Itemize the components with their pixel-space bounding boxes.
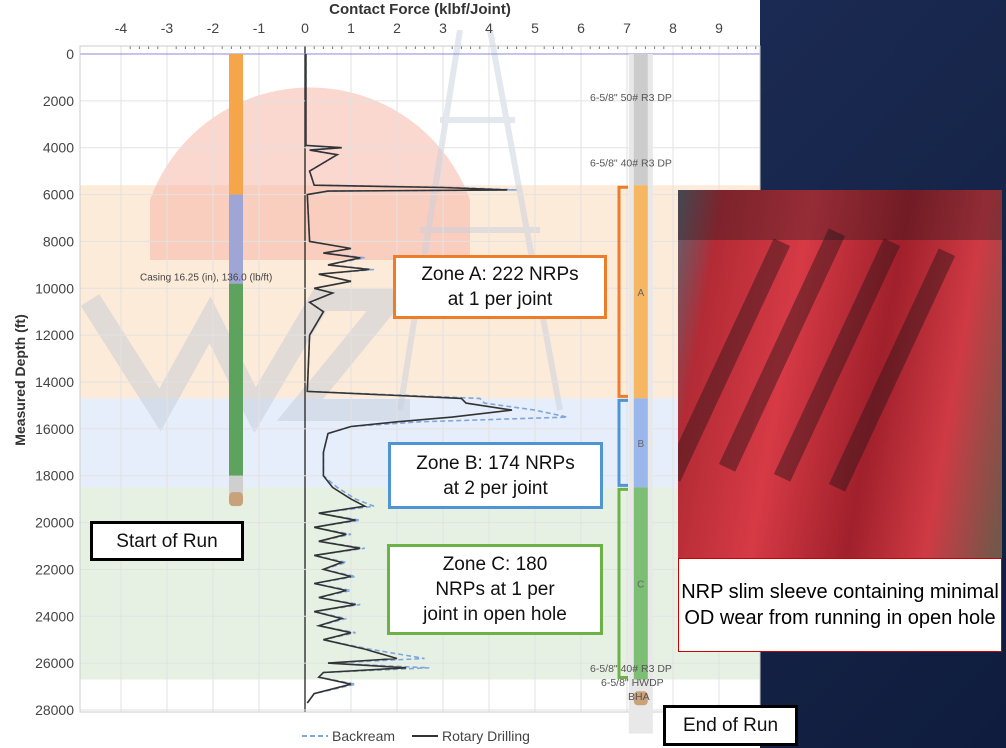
left-string-segment bbox=[229, 194, 243, 284]
zone-c-label: Zone C: 180 NRPs at 1 per joint in open … bbox=[387, 544, 603, 635]
end-of-run-label: End of Run bbox=[663, 705, 798, 746]
y-tick-label: 24000 bbox=[35, 608, 74, 624]
zone-letter-b: B bbox=[637, 439, 644, 450]
right-bha-icon bbox=[633, 691, 648, 706]
y-tick-label: 2000 bbox=[43, 93, 74, 109]
y-axis-title: Measured Depth (ft) bbox=[12, 314, 28, 445]
photo-caption: NRP slim sleeve containing minimal OD we… bbox=[678, 558, 1002, 652]
zone-bracket-a bbox=[617, 185, 628, 398]
string-label: 6-5/8" 40# R3 DP bbox=[590, 663, 672, 675]
watermark-derrick bbox=[397, 29, 563, 411]
zone-a-label: Zone A: 222 NRPs at 1 per joint bbox=[393, 255, 607, 319]
y-tick-label: 14000 bbox=[35, 374, 74, 390]
x-tick-label: -4 bbox=[115, 20, 128, 36]
string-label: 6-5/8" 40# R3 DP bbox=[590, 157, 672, 169]
x-tick-label: 7 bbox=[623, 20, 631, 36]
zone-bracket-b bbox=[617, 398, 628, 487]
y-tick-label: 22000 bbox=[35, 561, 74, 577]
y-tick-label: 26000 bbox=[35, 655, 74, 671]
zone-letter-a: A bbox=[637, 288, 644, 299]
x-tick-label: -1 bbox=[253, 20, 266, 36]
x-tick-label: 8 bbox=[669, 20, 677, 36]
legend-label: Rotary Drilling bbox=[442, 728, 530, 744]
zone-letter-c: C bbox=[637, 579, 644, 590]
right-string-segment bbox=[633, 185, 648, 399]
y-tick-label: 20000 bbox=[35, 515, 74, 531]
x-tick-label: 9 bbox=[715, 20, 723, 36]
y-tick-label: 18000 bbox=[35, 468, 74, 484]
left-string-segment bbox=[229, 475, 243, 495]
right-string-segment bbox=[633, 398, 648, 488]
y-tick-label: 0 bbox=[66, 46, 74, 62]
y-tick-label: 16000 bbox=[35, 421, 74, 437]
x-tick-label: -2 bbox=[207, 20, 220, 36]
y-tick-label: 12000 bbox=[35, 327, 74, 343]
x-tick-label: -3 bbox=[161, 20, 174, 36]
right-string-segment bbox=[633, 487, 648, 680]
right-string-segment bbox=[633, 54, 648, 186]
y-tick-label: 10000 bbox=[35, 280, 74, 296]
x-tick-label: 5 bbox=[531, 20, 539, 36]
string-label: BHA bbox=[628, 691, 650, 703]
x-axis-title: Contact Force (klbf/Joint) bbox=[329, 1, 511, 18]
casing-label: Casing 16.25 (in), 136.0 (lb/ft) bbox=[140, 273, 272, 284]
x-tick-label: 2 bbox=[393, 20, 401, 36]
x-tick-label: 6 bbox=[577, 20, 585, 36]
start-of-run-label: Start of Run bbox=[90, 521, 244, 561]
y-tick-label: 8000 bbox=[43, 233, 74, 249]
legend-label: Backream bbox=[332, 728, 395, 744]
y-tick-label: 6000 bbox=[43, 187, 74, 203]
nrp-sleeve-photo bbox=[678, 190, 1002, 558]
x-tick-label: 4 bbox=[485, 20, 493, 36]
x-tick-label: 0 bbox=[301, 20, 309, 36]
series-rotary-drilling bbox=[305, 54, 513, 704]
left-string-segment bbox=[229, 283, 243, 476]
string-label: 6-5/8" 50# R3 DP bbox=[590, 92, 672, 104]
y-tick-label: 4000 bbox=[43, 140, 74, 156]
zone-b-label: Zone B: 174 NRPs at 2 per joint bbox=[388, 442, 603, 509]
left-bha-icon bbox=[229, 492, 243, 507]
x-tick-label: 3 bbox=[439, 20, 447, 36]
string-label: 6-5/8" HWDP bbox=[601, 677, 664, 689]
x-tick-label: 1 bbox=[347, 20, 355, 36]
left-string-segment bbox=[229, 54, 243, 195]
zone-bracket-c bbox=[617, 487, 628, 680]
y-tick-label: 28000 bbox=[35, 702, 74, 718]
